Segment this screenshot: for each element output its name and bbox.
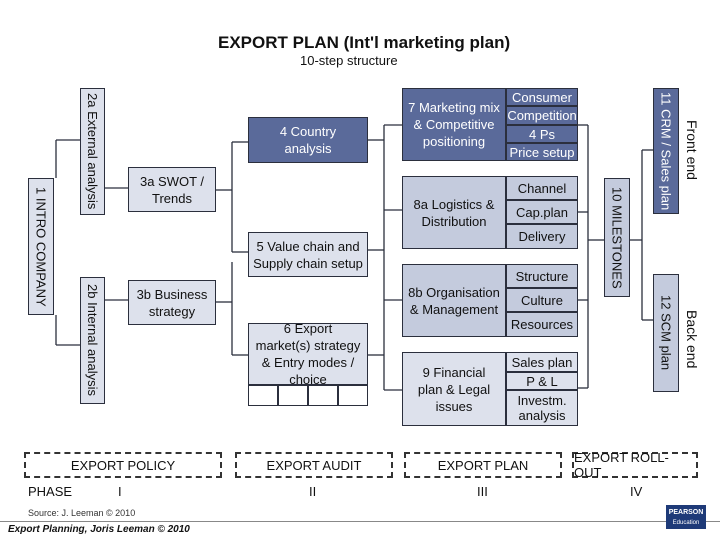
organisation-item-resources: Resources <box>506 312 578 337</box>
front-end-label: Front end <box>684 120 700 180</box>
external-analysis-label: 2a External analysis <box>85 93 100 210</box>
logo-line-2: Education <box>672 520 700 526</box>
business-strategy-label: 3b Business strategy <box>136 286 208 319</box>
mix-item-4ps: 4 Ps <box>506 125 578 143</box>
export-market-empty-cell <box>338 385 368 406</box>
page-subtitle: 10-step structure <box>300 53 398 68</box>
swot-trends-label: 3a SWOT / Trends <box>139 173 205 206</box>
marketing-mix-box: 7 Marketing mix & Competitive positionin… <box>402 88 506 161</box>
phase-numeral-2: II <box>309 484 317 499</box>
organisation-item-structure: Structure <box>506 264 578 288</box>
value-chain-label: 5 Value chain and Supply chain setup <box>253 238 363 271</box>
pearson-logo: PEARSON Education <box>666 505 706 529</box>
mix-item-competition: Competition <box>506 106 578 125</box>
logistics-item-cap-plan: Cap.plan <box>506 200 578 224</box>
organisation-label: 8b Organisation & Management <box>408 284 500 317</box>
export-market-box: 6 Export market(s) strategy & Entry mode… <box>248 321 368 387</box>
phase-export-plan: EXPORT PLAN <box>404 452 562 478</box>
phase-export-audit: EXPORT AUDIT <box>235 452 393 478</box>
financial-item-investment: Investm. analysis <box>506 390 578 426</box>
phase-name: EXPORT PLAN <box>437 457 529 473</box>
scm-plan-box: 12 SCM plan <box>653 274 679 392</box>
financial-item-sales-plan: Sales plan <box>506 352 578 372</box>
export-market-empty-cell <box>248 385 278 406</box>
phase-export-roll-out: EXPORT ROLL-OUT <box>572 450 698 480</box>
source-note: Source: J. Leeman © 2010 <box>28 508 136 518</box>
logistics-label: 8a Logistics & Distribution <box>413 196 495 229</box>
footer-citation: Export Planning, Joris Leeman © 2010 <box>8 524 190 535</box>
page-title: EXPORT PLAN (Int'l marketing plan) <box>218 33 511 52</box>
business-strategy-box: 3b Business strategy <box>128 280 216 325</box>
internal-analysis-box: 2b Internal analysis <box>80 277 105 404</box>
financial-item-pl: P & L <box>506 372 578 390</box>
milestones-box: 10 MILESTONES <box>604 178 630 297</box>
value-chain-box: 5 Value chain and Supply chain setup <box>248 232 368 277</box>
organisation-box: 8b Organisation & Management <box>402 264 506 337</box>
intro-company-label: 1 INTRO COMPANY <box>33 186 49 307</box>
phase-label: PHASE <box>28 484 73 499</box>
crm-sales-plan-box: 11 CRM / Sales plan <box>653 88 679 214</box>
swot-trends-box: 3a SWOT / Trends <box>128 167 216 212</box>
milestones-label: 10 MILESTONES <box>609 186 625 289</box>
phase-name: EXPORT ROLL-OUT <box>574 450 669 480</box>
country-analysis-label: 4 Country analysis <box>279 124 337 156</box>
internal-analysis-label: 2b Internal analysis <box>85 284 100 397</box>
financial-plan-box: 9 Financial plan & Legal issues <box>402 352 506 426</box>
phase-numeral-4: IV <box>630 484 643 499</box>
financial-plan-label: 9 Financial plan & Legal issues <box>417 364 491 414</box>
crm-sales-plan-label: 11 CRM / Sales plan <box>658 91 674 211</box>
mix-item-price-setup: Price setup <box>506 143 578 161</box>
marketing-mix-label: 7 Marketing mix & Competitive positionin… <box>408 100 500 149</box>
mix-item-consumer: Consumer <box>506 88 578 106</box>
export-market-empty-cell <box>308 385 338 406</box>
export-market-empty-cell <box>278 385 308 406</box>
logistics-item-delivery: Delivery <box>506 224 578 249</box>
logistics-box: 8a Logistics & Distribution <box>402 176 506 249</box>
phase-export-policy: EXPORT POLICY <box>24 452 222 478</box>
scm-plan-label: 12 SCM plan <box>658 295 674 371</box>
phase-name: EXPORT POLICY <box>70 457 176 473</box>
phase-name: EXPORT AUDIT <box>266 457 362 473</box>
phase-numeral-3: III <box>477 484 488 499</box>
organisation-item-culture: Culture <box>506 288 578 312</box>
intro-company-box: 1 INTRO COMPANY <box>28 178 54 315</box>
logo-line-1: PEARSON <box>668 509 704 516</box>
external-analysis-box: 2a External analysis <box>80 88 105 215</box>
export-market-label: 6 Export market(s) strategy & Entry mode… <box>255 321 361 387</box>
footer-divider <box>0 521 720 522</box>
logistics-item-channel: Channel <box>506 176 578 200</box>
country-analysis-box: 4 Country analysis <box>248 117 368 163</box>
phase-numeral-1: I <box>118 484 122 499</box>
back-end-label: Back end <box>684 310 700 369</box>
